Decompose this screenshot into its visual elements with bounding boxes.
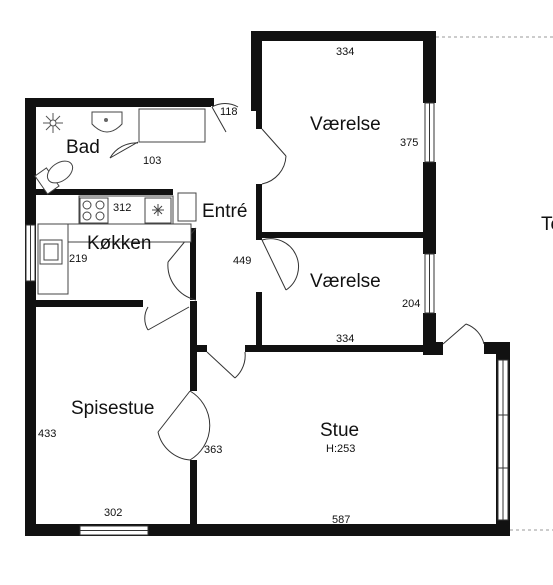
dim-449: 449	[233, 255, 251, 267]
stove-icon	[79, 197, 109, 224]
bath-fixtures	[34, 108, 206, 195]
dim-334-top: 334	[336, 46, 354, 58]
room-label-bad: Bad	[66, 137, 100, 158]
dim-375: 375	[400, 137, 418, 149]
dim-334-mid: 334	[336, 333, 354, 345]
shower-icon	[43, 113, 63, 133]
dim-312: 312	[113, 202, 131, 214]
edge-text-terrace: Te	[541, 214, 553, 235]
stue-height-label: H:253	[326, 443, 355, 455]
dim-433: 433	[38, 428, 56, 440]
dim-302: 302	[104, 507, 122, 519]
dim-118: 118	[220, 106, 238, 118]
room-label-stue: Stue	[320, 420, 359, 441]
windows	[25, 102, 509, 536]
kitchen-sink-icon	[39, 239, 63, 265]
dim-363: 363	[204, 444, 222, 456]
dim-587: 587	[332, 514, 350, 526]
outer-walls	[25, 31, 510, 536]
bath-cabinet	[138, 108, 206, 143]
dim-219: 219	[69, 253, 87, 265]
room-label-spisestue: Spisestue	[71, 398, 154, 419]
door-swings	[109, 103, 485, 461]
kitchen-fixtures	[37, 192, 197, 295]
interior-walls	[36, 98, 431, 530]
sink-icon	[91, 111, 123, 133]
toilet-icon	[34, 160, 74, 195]
freezer-icon	[144, 197, 172, 224]
room-label-vaerelse-mid: Værelse	[310, 271, 381, 292]
room-label-entre: Entré	[202, 201, 247, 222]
dim-103: 103	[143, 155, 161, 167]
room-label-vaerelse-top: Værelse	[310, 114, 381, 135]
dim-204: 204	[402, 298, 420, 310]
room-label-kokken: Køkken	[87, 233, 151, 254]
